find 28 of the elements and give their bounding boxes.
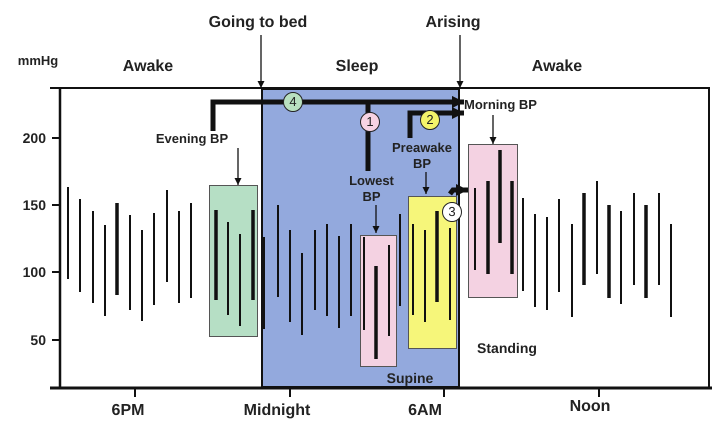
leader-arrow <box>258 35 264 88</box>
axis-tick-label: 200 <box>22 130 46 146</box>
axis-tick-label: 6AM <box>407 402 443 420</box>
leader-arrow <box>422 172 430 194</box>
event-label: Arising <box>418 13 488 35</box>
leader-arrow <box>490 115 496 144</box>
event-label: Going to bed <box>196 13 320 35</box>
leader-arrow <box>372 205 380 233</box>
period-label: Awake <box>530 58 584 76</box>
posture-label: Standing <box>476 340 538 356</box>
posture-label: Supine <box>386 370 434 386</box>
axis-unit-label: mmHg <box>16 54 60 69</box>
axis-tick-label: 150 <box>22 197 46 214</box>
axis-tick-label: Noon <box>568 398 612 416</box>
annotation-label: Morning BP <box>464 97 556 115</box>
axis-tick-label: 6PM <box>110 402 146 420</box>
period-label: Awake <box>122 58 174 76</box>
trend-arrow <box>448 184 468 196</box>
leader-arrow <box>234 148 242 185</box>
axis-tick-label: 50 <box>30 332 46 348</box>
annotation-label: Preawake BP <box>382 140 462 174</box>
annotation-label: Lowest BP <box>344 173 399 207</box>
period-label: Sleep <box>334 58 380 76</box>
leader-arrow <box>456 35 464 88</box>
trend-arrow <box>408 107 464 138</box>
axis-tick-label: 100 <box>22 264 46 280</box>
annotation-label: Evening BP <box>148 131 236 148</box>
axis-tick-label: Midnight <box>242 402 312 420</box>
